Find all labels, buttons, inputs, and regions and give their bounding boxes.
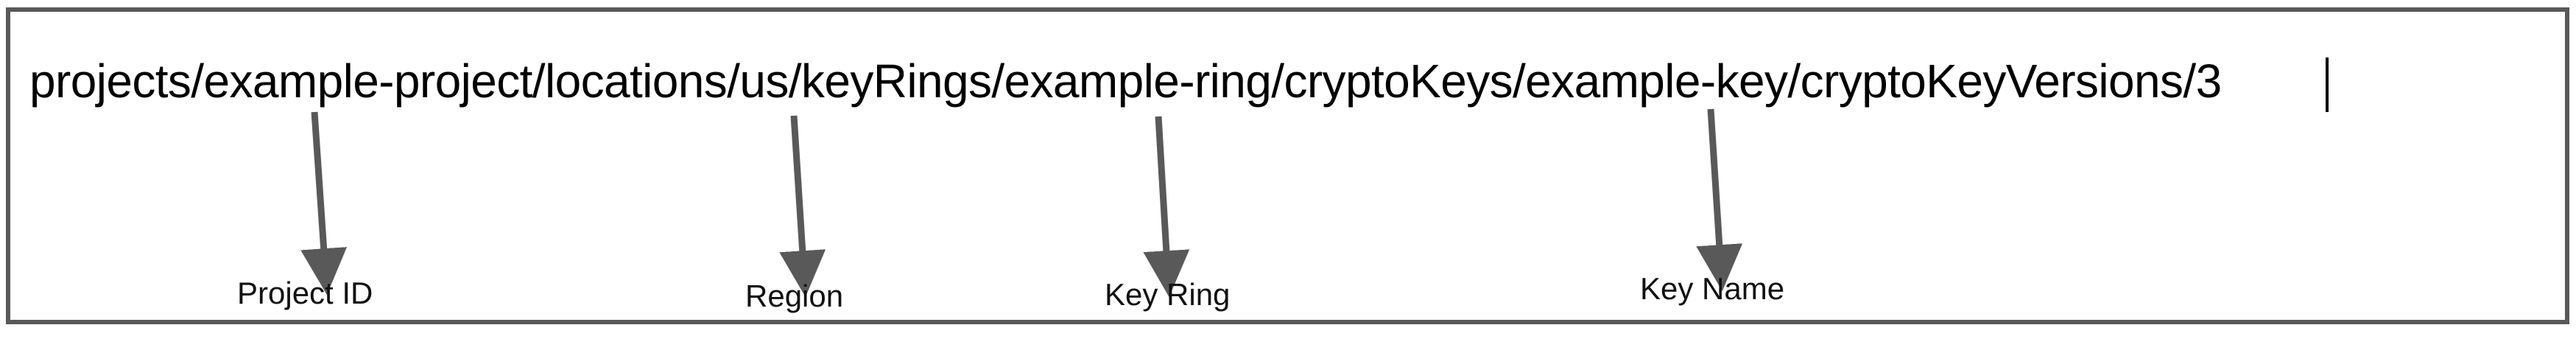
callout-label-key-name: Key Name: [1640, 271, 1785, 306]
callout-label-key-ring: Key Ring: [1105, 277, 1231, 312]
resource-name-textbox[interactable]: projects/example-project/locations/us/ke…: [6, 7, 2569, 324]
callout-label-region: Region: [745, 279, 844, 313]
resource-path-text: projects/example-project/locations/us/ke…: [29, 55, 2222, 108]
callout-label-project-id: Project ID: [237, 276, 373, 310]
text-caret: [2326, 57, 2329, 112]
